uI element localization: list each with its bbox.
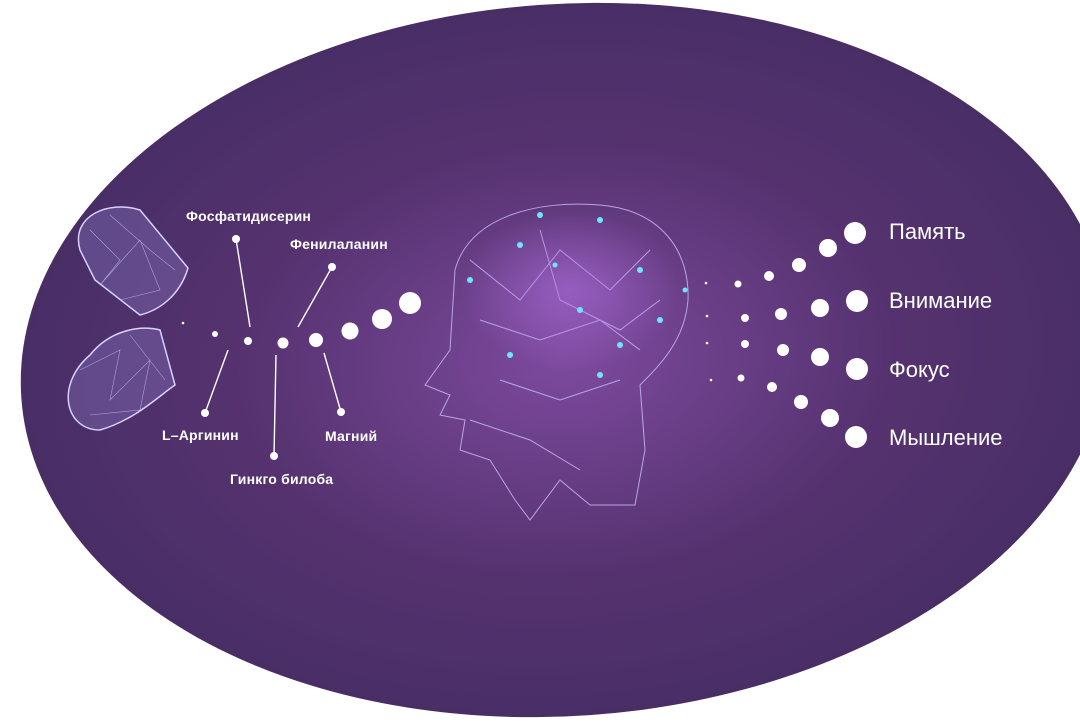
effect-label-memory: Память bbox=[889, 219, 966, 244]
capsule-mesh bbox=[79, 214, 176, 416]
brain-glow bbox=[460, 210, 680, 370]
ingredient-label-magnesium: Магний bbox=[325, 428, 378, 444]
capsule-icon bbox=[67, 206, 189, 431]
flow-dots-right bbox=[704, 222, 868, 448]
ingredient-pins bbox=[201, 235, 345, 460]
ingredient-label-arginine: L–Аргинин bbox=[162, 427, 239, 443]
connector-lines bbox=[204, 238, 342, 457]
brain-nodes bbox=[467, 212, 688, 378]
flow-dots-left bbox=[181, 292, 421, 349]
ingredient-label-phosphatidylserine: Фосфатидисерин bbox=[186, 208, 312, 224]
effect-label-focus: Фокус bbox=[889, 357, 950, 382]
effect-label-thinking: Мышление bbox=[889, 425, 1003, 450]
ingredient-label-ginkgo: Гинкго билоба bbox=[230, 471, 334, 487]
effect-label-attention: Внимание bbox=[889, 288, 993, 313]
ingredient-label-phenylalanine: Фенилаланин bbox=[290, 236, 388, 252]
